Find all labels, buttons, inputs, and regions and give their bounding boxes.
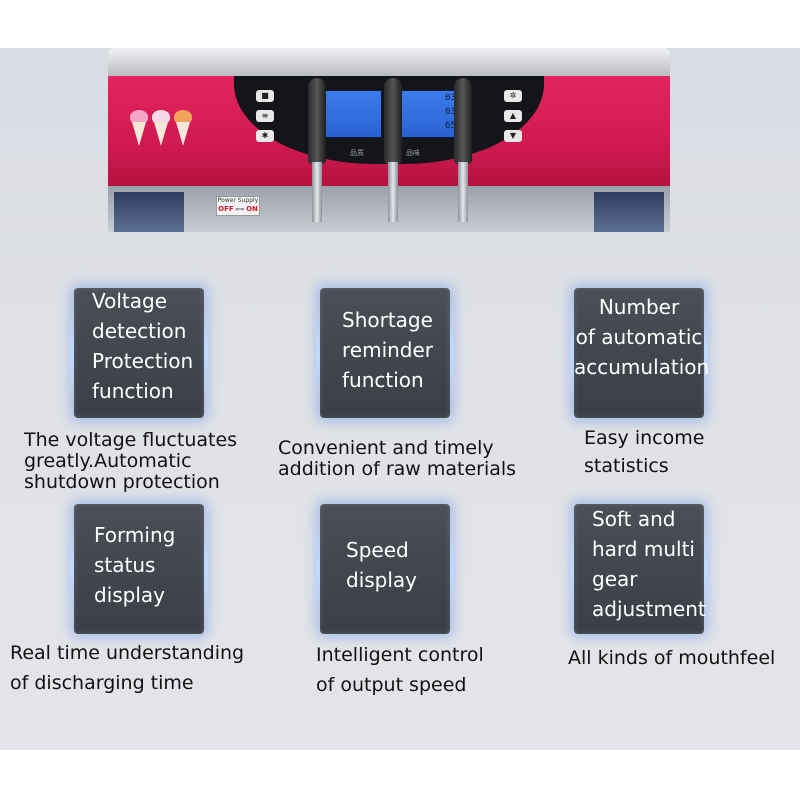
- feature-title: Voltage detection Protection function: [92, 289, 194, 403]
- ice-cream-machine: Power Supply OFF ⟺ ON ■ ≡ ✱ ✲ ▲ ▼ 20: [108, 48, 670, 232]
- feature-description: Intelligent control of output speed: [316, 644, 484, 696]
- menu-button-icon: ■: [256, 90, 274, 102]
- feature-tile-speed: Speed display: [316, 504, 454, 634]
- feature-panel: Power Supply OFF ⟺ ON ■ ≡ ✱ ✲ ▲ ▼ 20: [0, 48, 800, 750]
- feature-title: Speed display: [346, 538, 418, 592]
- snowflake-button-icon: ✱: [256, 130, 274, 142]
- feature-tile-voltage: Voltage detection Protection function: [70, 288, 208, 418]
- dispenser-handle-left: [306, 78, 328, 222]
- feature-description: Easy income statistics: [584, 427, 705, 477]
- feature-title: Forming status display: [94, 523, 176, 607]
- feature-title: Shortage reminder function: [342, 308, 434, 392]
- lcd-right-value-3: 65: [445, 121, 456, 131]
- feature-tile-gear: Soft and hard multi gear adjustment: [570, 504, 708, 634]
- machine-window-left: [114, 192, 184, 232]
- feature-title: Soft and hard multi gear adjustment: [592, 507, 706, 621]
- power-label-top: Power Supply: [217, 197, 259, 204]
- dispenser-handle-right: [452, 78, 474, 222]
- lcd-right-value-1: 03: [445, 93, 456, 103]
- panel-caption-left: 品质: [350, 149, 364, 157]
- down-button-icon: ▼: [504, 130, 522, 142]
- feature-description: Convenient and timely addition of raw ma…: [278, 437, 517, 480]
- feature-tile-forming: Forming status display: [70, 504, 208, 634]
- feature-description: Real time understanding of discharging t…: [10, 642, 245, 694]
- power-label-on: ON: [246, 205, 258, 213]
- power-label-off: OFF: [218, 205, 234, 213]
- power-supply-label: Power Supply OFF ⟺ ON: [216, 196, 260, 216]
- feature-tile-shortage: Shortage reminder function: [316, 288, 454, 418]
- mode-button-icon: ≡: [256, 110, 274, 122]
- panel-caption-right: 品味: [406, 149, 420, 157]
- up-button-icon: ▲: [504, 110, 522, 122]
- feature-title: Number of automatic accumulation: [574, 295, 710, 379]
- machine-window-right: [594, 192, 664, 232]
- dispenser-handle-middle: [382, 78, 404, 222]
- feature-tile-accumulation: Number of automatic accumulation: [570, 288, 710, 418]
- fan-button-icon: ✲: [504, 90, 522, 102]
- machine-top-cover: [108, 48, 670, 76]
- lcd-right-value-2: 03: [445, 107, 456, 117]
- feature-description: The voltage fluctuates greatly.Automatic…: [24, 429, 238, 493]
- feature-description: All kinds of mouthfeel: [568, 647, 776, 669]
